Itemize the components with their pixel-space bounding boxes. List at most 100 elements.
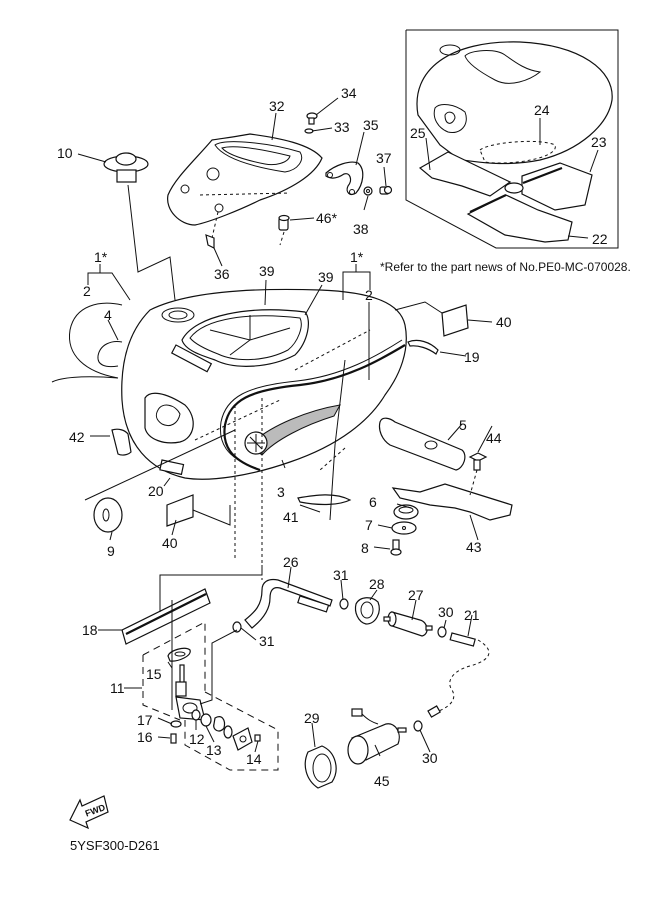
callout-36: 36 [214,266,230,282]
callout-25: 25 [410,125,426,141]
callout-15: 15 [146,666,162,682]
inset-mat-22 [466,194,573,243]
plate-e [232,727,253,751]
fuel-cock-body [175,664,206,721]
fuel-tank-main [121,288,407,580]
parts-news-note: *Refer to the part news of No.PE0-MC-070… [380,260,631,274]
callout-2-right: 2 [365,287,373,303]
callout-6: 6 [369,494,377,510]
pad-19 [407,339,439,355]
bolt-44 [468,452,488,496]
clamp-30-upper [437,626,447,638]
cap-10 [103,152,176,301]
callout-17: 17 [137,712,153,728]
callout-1-left: 1* [94,249,108,265]
callout-39-left: 39 [259,263,275,279]
nut-36 [205,234,215,249]
callout-26: 26 [283,554,299,570]
callout-38: 38 [353,221,369,237]
seal-18 [121,565,263,645]
pad-40-left [166,494,231,527]
clamp-31-upper [339,598,349,610]
bolt-8 [390,539,402,556]
callout-7: 7 [365,517,373,533]
bracket-43 [391,483,513,521]
inset-detail [405,29,619,249]
washer-7 [391,521,417,535]
washer-17 [170,720,182,728]
callout-14: 14 [246,751,262,767]
callout-9: 9 [107,543,115,559]
leader-lines [77,97,493,757]
callout-labels: 1* 1* 2 2 3 4 5 6 7 8 9 10 11 12 13 14 1… [57,85,608,789]
collar-46 [278,214,290,246]
callout-21: 21 [464,607,480,623]
clamp-31-lower [199,621,242,705]
callout-8: 8 [361,540,369,556]
cover-bracket-35 [325,161,364,196]
callout-44: 44 [486,430,502,446]
o-ring-13 [200,713,212,727]
pad-41 [297,494,352,506]
emblem-42 [111,428,132,456]
callout-24: 24 [534,102,550,118]
callout-33: 33 [334,119,350,135]
callout-28: 28 [369,576,385,592]
callout-31-lower: 31 [259,633,275,649]
screw-14 [254,734,261,742]
callout-20: 20 [148,483,164,499]
callout-11: 11 [110,680,125,696]
drawing-code: 5YSF300-D261 [70,838,160,853]
pad-40-right [394,301,469,337]
fwd-arrow-icon: FWD [69,795,109,830]
callout-30-upper: 30 [438,604,454,620]
callout-45: 45 [374,773,390,789]
hose-26 [244,578,333,629]
callout-42: 42 [69,429,85,445]
callout-29: 29 [304,710,320,726]
washer-38 [363,186,373,196]
cap-9 [84,429,236,533]
damper-6 [393,504,419,520]
screw-16 [170,733,177,744]
callout-35: 35 [363,117,379,133]
clamp-30-lower [413,720,423,732]
holder-28 [354,597,380,625]
callout-3: 3 [277,484,285,500]
callout-16: 16 [137,729,153,745]
tank-cover-32 [167,133,323,239]
callout-23: 23 [591,134,607,150]
callout-32: 32 [269,98,285,114]
fuel-filter-27 [383,611,433,637]
rear-bracket-5 [378,417,466,471]
callout-46: 46* [316,210,338,226]
callout-41: 41 [283,509,299,525]
callout-22: 22 [592,231,608,247]
callout-1-right: 1* [350,249,364,265]
callout-37: 37 [376,150,392,166]
inset-mat-23 [521,162,593,211]
tank-pad-2-4 [51,302,123,383]
callout-39-right: 39 [318,269,334,285]
bolt-37 [379,185,393,195]
callout-40-right: 40 [496,314,512,330]
inset-tank-outline [416,41,613,165]
callout-13: 13 [206,742,222,758]
callout-10: 10 [57,145,73,161]
fuel-pump-45 [347,708,407,765]
bolt-34 [306,112,318,125]
seal-c [213,716,226,732]
hose-21 [427,632,490,718]
callout-43: 43 [466,539,482,555]
callout-34: 34 [341,85,357,101]
callout-19: 19 [464,349,480,365]
inset-mat-25 [418,151,512,197]
callout-5: 5 [459,417,467,433]
o-ring-d [223,725,233,739]
callout-30-lower: 30 [422,750,438,766]
gasket-15 [167,647,191,662]
callout-12: 12 [189,731,205,747]
fuel-cock-assembly-11 [142,600,279,771]
o-ring-12 [191,709,201,721]
